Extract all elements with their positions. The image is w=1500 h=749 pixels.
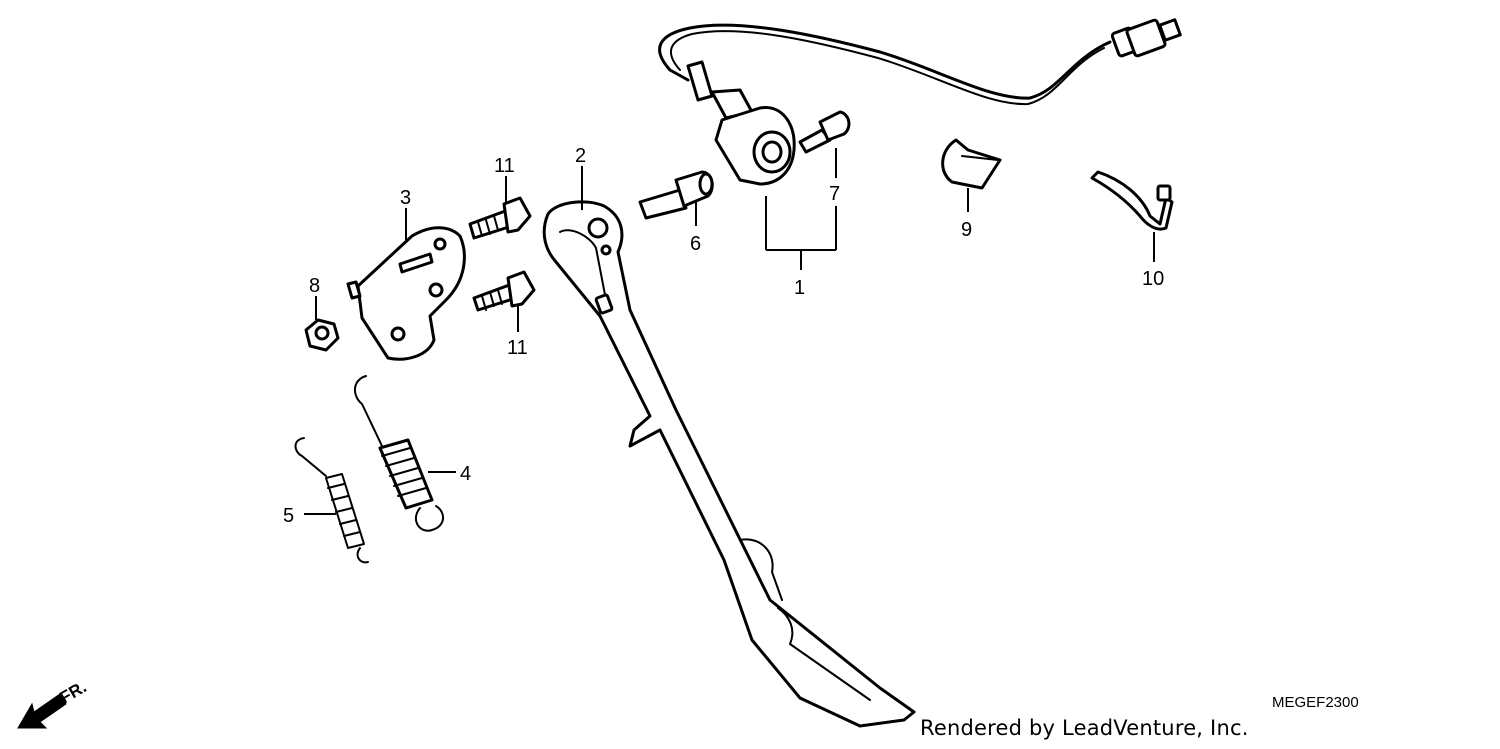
front-direction-marker: FR. — [17, 677, 90, 729]
callout-9: 9 — [961, 219, 972, 241]
callout-11-lower: 11 — [507, 337, 528, 359]
callout-3: 3 — [400, 187, 411, 209]
wire-clip[interactable] — [941, 138, 1002, 190]
callout-7: 7 — [829, 183, 840, 205]
callouts: 1 2 3 4 5 6 7 8 9 10 11 11 — [283, 145, 1164, 527]
pivot-bolt[interactable] — [638, 170, 714, 220]
flange-bolt-upper[interactable] — [468, 196, 532, 240]
wire-band[interactable] — [1090, 170, 1174, 231]
side-stand-switch[interactable] — [658, 18, 1182, 186]
callout-4: 4 — [460, 463, 471, 485]
side-stand-bracket[interactable] — [346, 226, 466, 361]
switch-bolt[interactable] — [798, 110, 851, 154]
nut[interactable] — [304, 318, 340, 352]
callout-5: 5 — [283, 505, 294, 527]
flange-bolt-lower[interactable] — [472, 270, 536, 312]
render-credit: Rendered by LeadVenture, Inc. — [920, 716, 1249, 740]
side-stand[interactable] — [542, 200, 916, 728]
callout-6: 6 — [690, 233, 701, 255]
callout-8: 8 — [309, 275, 320, 297]
callout-10: 10 — [1142, 268, 1164, 290]
callout-11-upper: 11 — [494, 155, 515, 177]
callout-1: 1 — [794, 277, 805, 299]
front-arrow-icon — [17, 693, 67, 729]
leader-lines — [304, 148, 1155, 515]
diagram-code: MEGEF2300 — [1272, 694, 1359, 711]
callout-2: 2 — [575, 145, 586, 167]
outer-spring[interactable] — [354, 375, 444, 532]
inner-spring[interactable] — [294, 437, 369, 564]
